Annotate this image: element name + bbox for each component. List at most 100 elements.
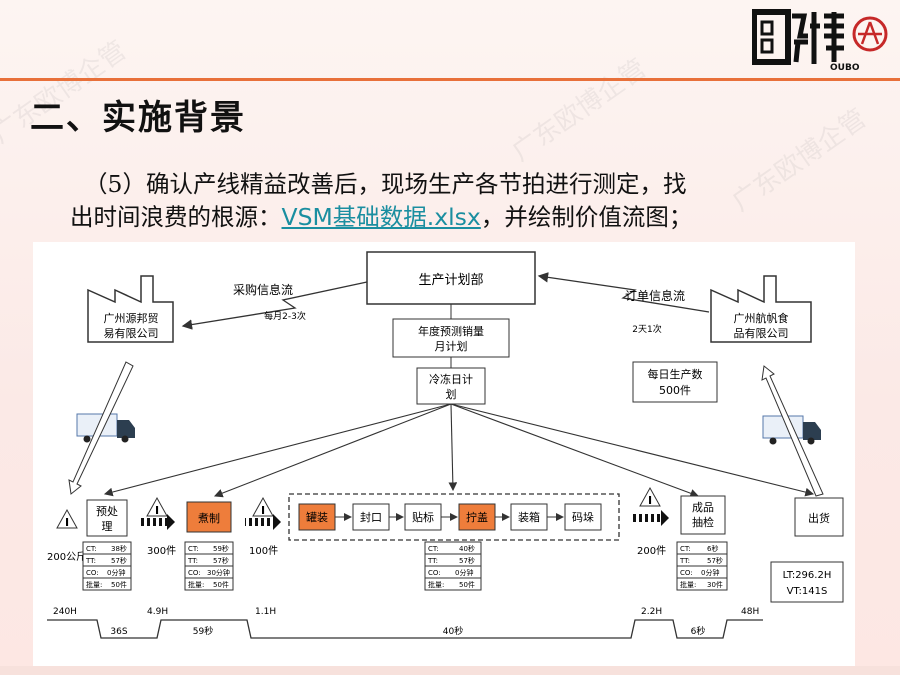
- paragraph-line-2-after: ，并绘制价值流图；: [480, 203, 693, 231]
- oubo-logo: OUBO: [752, 9, 888, 72]
- purchase-info-arrow: [181, 281, 368, 330]
- vsm-text: 59秒: [213, 544, 229, 553]
- inventory-mark-2: I: [155, 504, 159, 517]
- vsm-text: CT:: [188, 545, 199, 553]
- customer-line-2: 品有限公司: [734, 326, 789, 340]
- process-cook: [186, 501, 232, 533]
- push-arrow-1: [139, 518, 167, 526]
- paragraph-line-1: （5）确认产线精益改善后，现场生产各节拍进行测定，找: [84, 170, 687, 198]
- process-cap-label: 拧盖: [466, 510, 488, 524]
- process-box-label: 装箱: [518, 510, 540, 524]
- data-box-inspect: CT:6秒 TT:57秒 CO:0分钟 批量:30件: [676, 541, 728, 591]
- value-time-label: VT:141S: [787, 586, 828, 597]
- plan-signal-ship: [450, 403, 815, 497]
- daily-output-line-1: 每日生产数: [648, 367, 703, 381]
- forecast-line-2: 月计划: [435, 340, 468, 353]
- process-box: [510, 503, 548, 531]
- process-label: [404, 503, 442, 531]
- vsm-text: TT:: [679, 557, 690, 565]
- vsm-text: TT:: [427, 557, 438, 565]
- vsm-text: CT:: [680, 545, 691, 553]
- supplier-shipment-arrow: [68, 361, 134, 495]
- paragraph-line-2-before: 出时间浪费的根源：: [70, 203, 282, 231]
- inventory-icon-1: [56, 508, 78, 529]
- forecast-line-1: 年度预测销量: [418, 324, 484, 338]
- footer-bar: [0, 666, 900, 675]
- process-label-label: 贴标: [412, 510, 434, 524]
- daily-plan-line-1: 冷冻日计: [429, 372, 473, 386]
- process-ship-label: 出货: [808, 511, 830, 525]
- vsm-data-link[interactable]: VSM基础数据.xlsx: [281, 203, 481, 231]
- plan-signal-pre: [103, 403, 452, 497]
- timeline-wait-1: 240H: [53, 607, 77, 617]
- inventory-qty-1: 200公斤: [47, 551, 86, 563]
- vsm-text: CT:: [428, 545, 439, 553]
- process-inspect: [680, 495, 726, 535]
- process-pretreat: [86, 499, 128, 537]
- order-flow-label: 订单信息流: [625, 288, 685, 303]
- customer-factory-icon: [710, 275, 812, 343]
- customer-shipment-arrow: [761, 365, 824, 497]
- supplier-factory-icon: [87, 275, 174, 343]
- vsm-text: 批量:: [188, 580, 204, 589]
- vsm-text: 6秒: [707, 544, 718, 553]
- vsm-text: 57秒: [213, 556, 229, 565]
- timeline-wait-4: 2.2H: [641, 607, 662, 617]
- vsm-text: 0分钟: [107, 568, 125, 577]
- vsm-canvas: 生产计划部 年度预测销量 月计划 冷冻日计 划 广州源邦贸 易有限公司 广州航帆…: [47, 251, 844, 639]
- vsm-text: TT:: [187, 557, 198, 565]
- vsm-text: CO:: [188, 569, 201, 577]
- process-can-label: 罐装: [306, 511, 328, 524]
- vsm-text: 50件: [459, 580, 475, 589]
- forecast-box: [392, 318, 510, 358]
- vsm-text: 批量:: [428, 580, 444, 589]
- vsm-text: 50件: [213, 580, 229, 589]
- order-info-arrow: [537, 272, 710, 313]
- process-cook-label: 煮制: [198, 512, 220, 525]
- purchase-flow-label: 采购信息流: [233, 282, 293, 297]
- process-stack: [564, 503, 602, 531]
- process-can: [298, 503, 336, 531]
- vsm-text: 30件: [707, 580, 723, 589]
- process-cap: [458, 503, 496, 531]
- process-pretreat-line-2: 理: [102, 520, 113, 533]
- daily-plan-box: [416, 367, 486, 405]
- vsm-text: 批量:: [86, 580, 102, 589]
- vsm-text: 30分钟: [207, 568, 230, 577]
- timeline-process-3: 40秒: [443, 625, 463, 637]
- process-inspect-line-2: 抽检: [692, 515, 714, 529]
- supplier-truck-icon: [76, 413, 135, 443]
- push-arrow-3: [633, 514, 661, 522]
- inventory-icon-2: [146, 496, 168, 517]
- plan-signal-cook: [213, 403, 452, 498]
- data-box-line: CT:40秒 TT:57秒 CO:0分钟 批量:50件: [424, 541, 482, 591]
- vsm-text: 0分钟: [701, 568, 719, 577]
- process-ship: [794, 497, 844, 537]
- data-box-cook: CT: 59秒 TT: 57秒 CO: 30分钟 批量: 50件: [184, 541, 234, 591]
- timeline-process-2: 59秒: [193, 625, 213, 637]
- inventory-mark-4: I: [648, 494, 652, 507]
- slide-title: 二、实施背景: [30, 98, 246, 138]
- process-pretreat-line-1: 预处: [96, 505, 118, 518]
- line-process-group: [288, 493, 620, 541]
- lead-time-label: LT:296.2H: [783, 570, 832, 581]
- vsm-text: CT:: [86, 545, 97, 553]
- inventory-qty-3: 100件: [249, 545, 278, 557]
- planning-label: 生产计划部: [418, 273, 483, 288]
- daily-output-box: [632, 361, 718, 403]
- vsm-text: 38秒: [111, 544, 127, 553]
- process-seal-label: 封口: [360, 510, 382, 524]
- vsm-text: 57秒: [707, 556, 723, 565]
- daily-plan-line-2: 划: [446, 388, 457, 401]
- header-divider: [0, 78, 900, 81]
- logo-text: OUBO: [830, 63, 860, 72]
- vsm-text: CO:: [680, 569, 693, 577]
- vsm-text: CO:: [86, 569, 99, 577]
- plan-signal-line: [448, 403, 458, 492]
- timeline-wait-5: 48H: [741, 607, 759, 617]
- timeline-ladder: [47, 619, 763, 639]
- vsm-text: 50件: [111, 580, 127, 589]
- timeline-process-4: 6秒: [691, 625, 706, 637]
- inventory-qty-2: 300件: [147, 545, 176, 557]
- process-inspect-line-1: 成品: [692, 501, 714, 514]
